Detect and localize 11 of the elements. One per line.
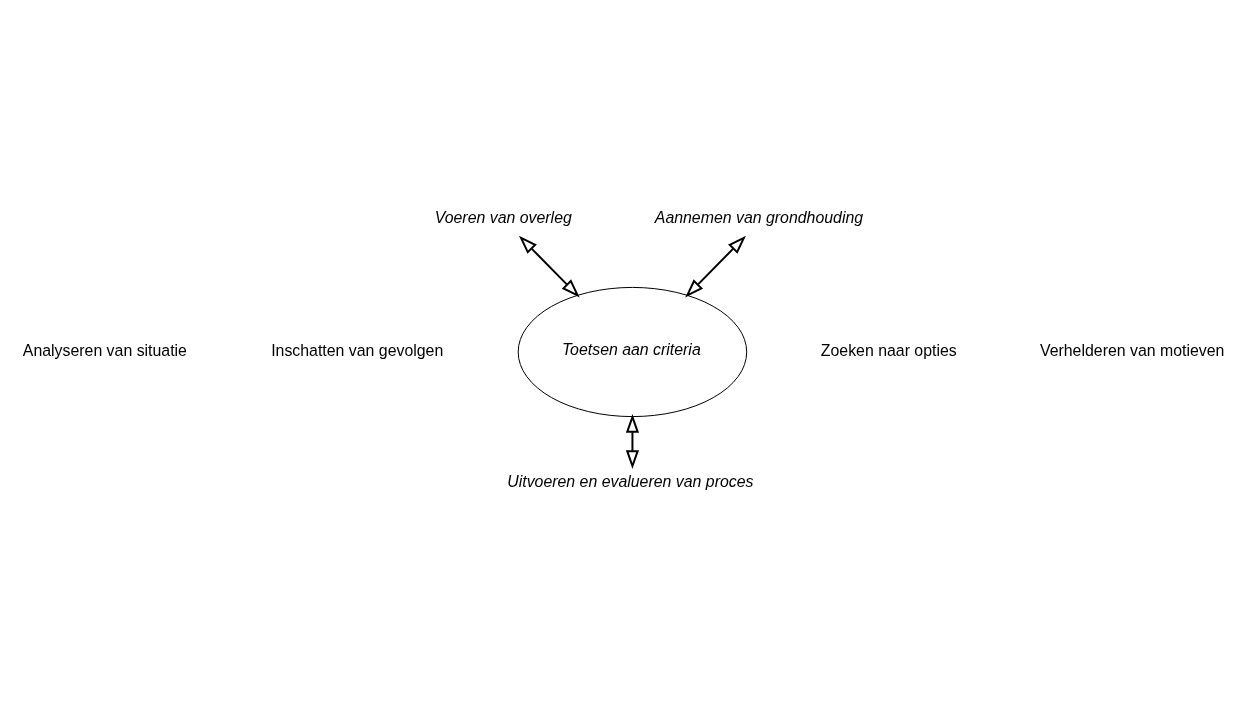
- node-text: Voeren van overleg: [434, 208, 572, 226]
- arrow: [685, 235, 746, 298]
- arrow: [625, 413, 640, 470]
- node-ellipse: Toetsen aan criteria: [517, 286, 748, 418]
- label: Verhelderen van motieven: [1039, 341, 1225, 359]
- arrow: [518, 235, 580, 298]
- label: Analyseren van situatie: [22, 341, 187, 359]
- label: Zoeken naar opties: [820, 341, 957, 359]
- node-text: Aannemen van grondhouding: [654, 208, 864, 226]
- label: Inschatten van gevolgen: [271, 341, 444, 359]
- node-text: Uitvoeren en evalueren van proces: [507, 472, 754, 490]
